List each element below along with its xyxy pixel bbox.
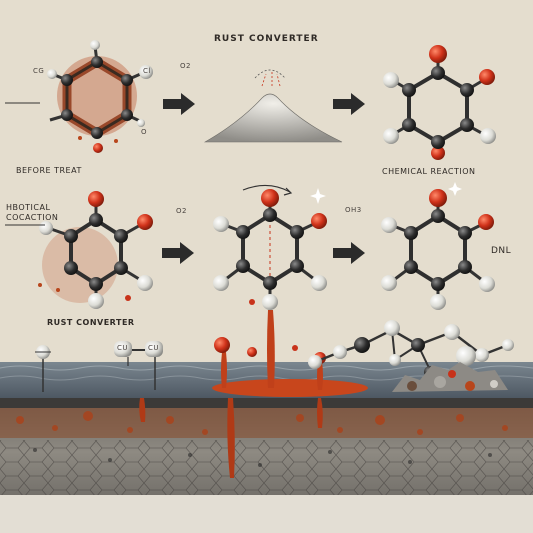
label-before-treat: BEFORE TREAT: [16, 166, 82, 175]
title-rust-converter: RUST CONVERTER: [214, 34, 319, 44]
label-cocaction: COCACTION: [6, 213, 59, 222]
molecule-rusted: [5, 40, 153, 153]
sparkle-icon: [310, 188, 326, 204]
surface-molecules-right: [308, 320, 514, 392]
label-cu-right: CU: [148, 344, 160, 352]
surface-molecules-left: [35, 341, 163, 392]
molecule-reacting: [38, 191, 153, 309]
label-rust-converter: RUST CONVERTER: [47, 318, 135, 327]
label-cu-left: CU: [117, 344, 129, 352]
molecule-mid: [213, 184, 327, 310]
label-o2-mid: O2: [176, 207, 187, 215]
molecule-final: [381, 182, 495, 310]
label-o: O: [141, 128, 148, 136]
label-o2-top: O2: [180, 62, 191, 70]
curved-arrow-icon: [283, 187, 293, 196]
label-hbotical: HBOTICAL: [6, 203, 51, 212]
sparkle-icon: [448, 182, 462, 196]
rust-converter-powder: [203, 69, 343, 143]
molecule-converted: [383, 45, 496, 160]
label-cg: CG: [33, 67, 45, 75]
label-chemical-reaction: CHEMICAL REACTION: [382, 167, 476, 176]
label-cl: Cl: [143, 67, 151, 75]
label-oh3: OH3: [345, 206, 362, 214]
label-dnl: DNL: [491, 246, 512, 256]
